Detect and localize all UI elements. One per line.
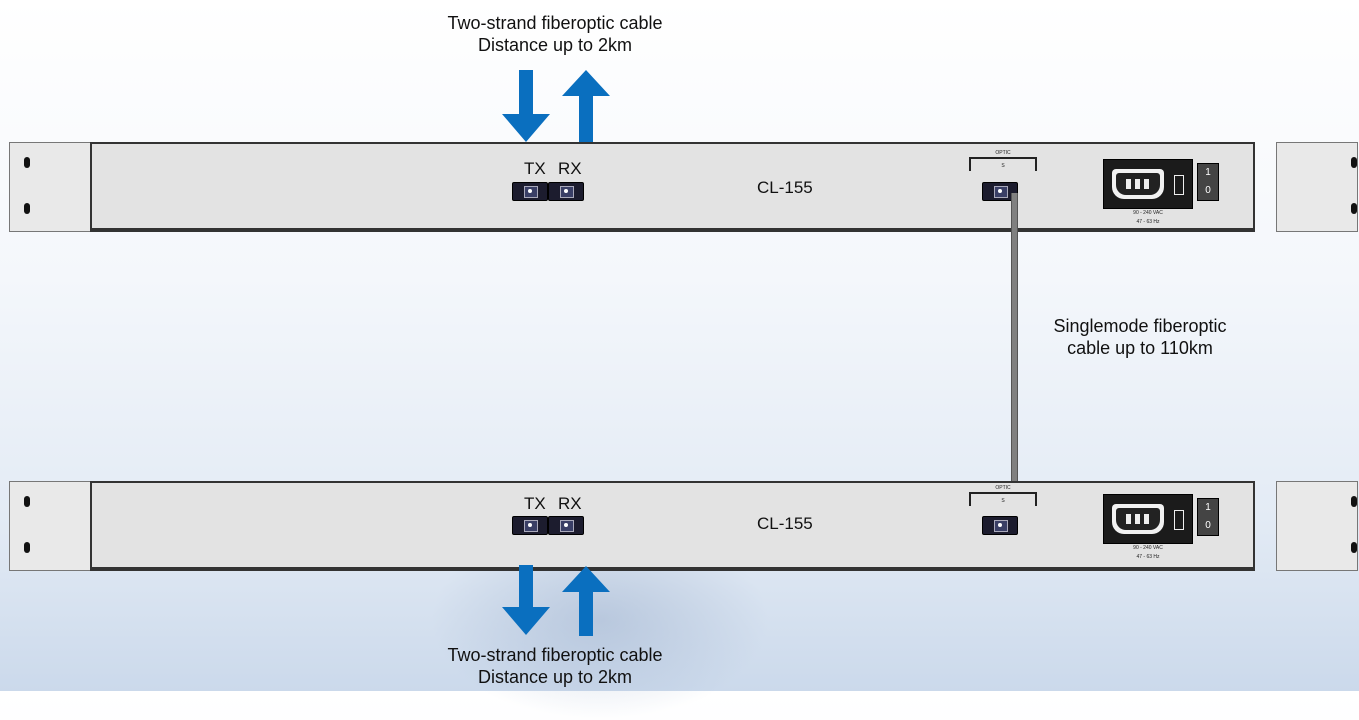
optic-port-label: S [1001, 163, 1005, 169]
frequency-label: 47 - 63 Hz [1136, 554, 1160, 560]
mount-hole [1351, 542, 1357, 553]
top-down-arrow-icon [502, 70, 550, 142]
model-label: CL-155 [757, 514, 813, 533]
power-switch[interactable]: 1 0 [1197, 163, 1219, 201]
power-module [1103, 494, 1193, 544]
bottom-up-arrow-icon [562, 566, 610, 636]
power-module [1103, 159, 1193, 209]
right-rack-ear [1276, 142, 1358, 232]
left-rack-ear [9, 481, 91, 571]
rx-port[interactable] [548, 182, 584, 201]
right-rack-ear [1276, 481, 1358, 571]
mount-hole [1351, 157, 1357, 168]
voltage-label: 90 - 240 VAC [1133, 210, 1163, 216]
optic-port[interactable] [982, 182, 1018, 201]
voltage-label: 90 - 240 VAC [1133, 545, 1163, 551]
top-cl155-unit: TX RX CL-155 OPTIC S 1 0 90 - 240 VAC 47… [9, 142, 1358, 232]
front-panel: TX RX CL-155 OPTIC S 1 0 90 - 240 VAC 47… [90, 481, 1255, 571]
optic-port-label: S [1001, 498, 1005, 504]
tx-port[interactable] [512, 516, 548, 535]
rx-port[interactable] [548, 516, 584, 535]
switch-off-label: 0 [1205, 520, 1211, 531]
mount-hole [24, 157, 30, 168]
front-panel: TX RX CL-155 OPTIC S 1 0 90 - 240 VAC 47… [90, 142, 1255, 232]
optic-bracket [969, 492, 1037, 506]
link-caption-line1: Singlemode fiberoptic [1053, 316, 1227, 336]
mount-hole [24, 496, 30, 507]
power-switch[interactable]: 1 0 [1197, 498, 1219, 536]
rx-label: RX [558, 159, 582, 178]
fuse-icon [1174, 175, 1184, 195]
switch-on-label: 1 [1205, 502, 1211, 513]
singlemode-cable-caption: Singlemode fiberoptic cable up to 110km [1020, 315, 1260, 359]
singlemode-cable [1011, 193, 1018, 505]
power-socket-icon [1112, 169, 1164, 199]
power-socket-icon [1112, 504, 1164, 534]
top-caption-line2: Distance up to 2km [477, 35, 633, 55]
optic-label: OPTIC [995, 150, 1011, 156]
mount-hole [24, 203, 30, 214]
bottom-cable-caption: Two-strand fiberoptic cable Distance up … [375, 644, 735, 688]
fuse-icon [1174, 510, 1184, 530]
frequency-label: 47 - 63 Hz [1136, 219, 1160, 225]
switch-off-label: 0 [1205, 185, 1211, 196]
switch-on-label: 1 [1205, 167, 1211, 178]
mount-hole [1351, 496, 1357, 507]
optic-label: OPTIC [995, 485, 1011, 491]
bottom-caption-line2: Distance up to 2km [477, 667, 633, 687]
bottom-cl155-unit: TX RX CL-155 OPTIC S 1 0 90 - 240 VAC 47… [9, 481, 1358, 571]
top-up-arrow-icon [562, 70, 610, 143]
model-label: CL-155 [757, 178, 813, 197]
rx-label: RX [558, 494, 582, 513]
left-rack-ear [9, 142, 91, 232]
mount-hole [1351, 203, 1357, 214]
tx-label: TX [524, 494, 546, 513]
tx-label: TX [524, 159, 546, 178]
bottom-caption-line1: Two-strand fiberoptic cable [447, 645, 663, 665]
top-caption-line1: Two-strand fiberoptic cable [447, 13, 663, 33]
top-cable-caption: Two-strand fiberoptic cable Distance up … [375, 12, 735, 56]
bottom-down-arrow-icon [502, 565, 550, 635]
mount-hole [24, 542, 30, 553]
link-caption-line2: cable up to 110km [1067, 338, 1213, 358]
optic-bracket [969, 157, 1037, 171]
tx-port[interactable] [512, 182, 548, 201]
optic-port[interactable] [982, 516, 1018, 535]
